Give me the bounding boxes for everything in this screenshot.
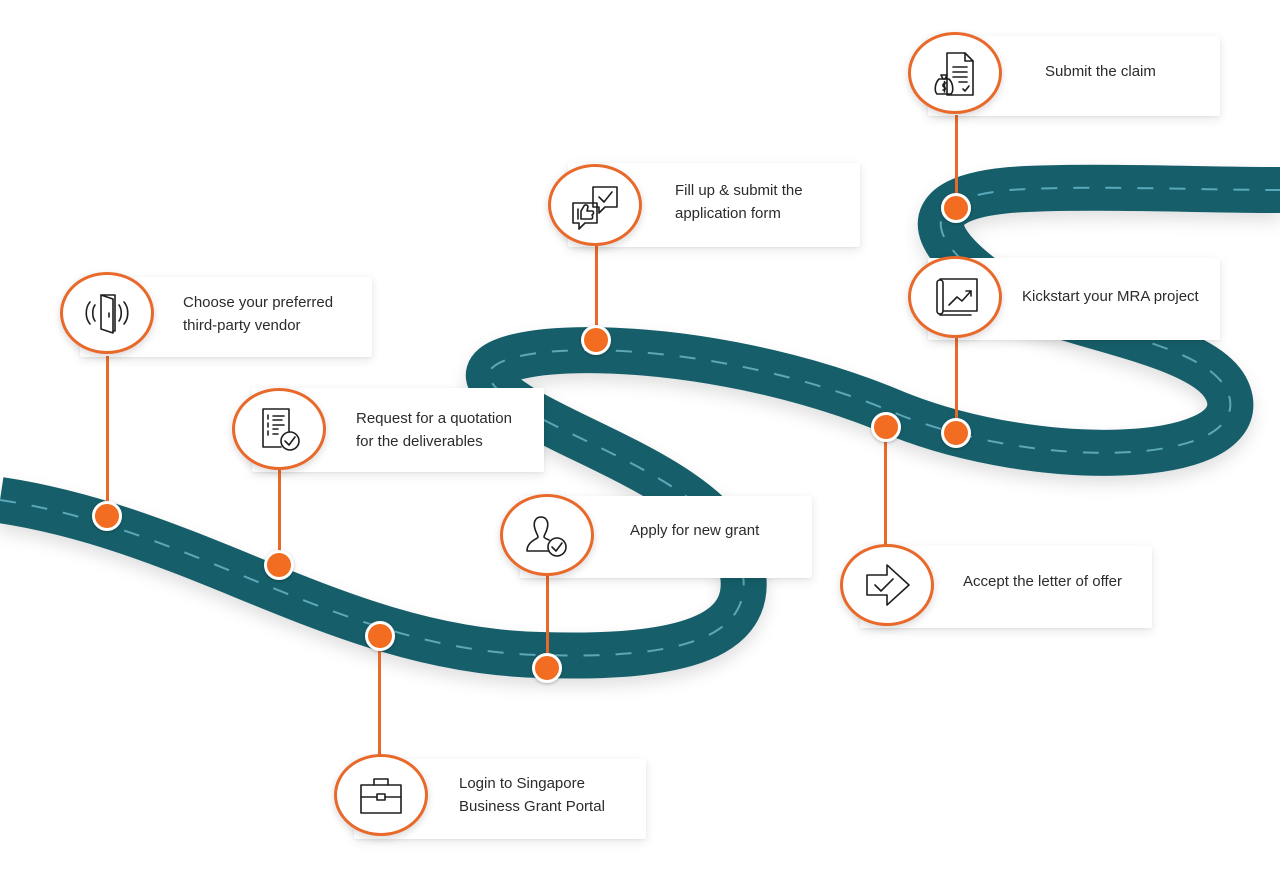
road-marker-quotation bbox=[264, 550, 294, 580]
connector-apply bbox=[546, 576, 549, 668]
chart-scroll-icon bbox=[936, 278, 978, 316]
badge-quotation bbox=[232, 388, 326, 470]
step-label-application: Fill up & submit the application form bbox=[675, 182, 803, 222]
badge-kickstart bbox=[908, 256, 1002, 338]
road-marker-application bbox=[581, 325, 611, 355]
step-label-apply: Apply for new grant bbox=[630, 522, 760, 539]
badge-apply bbox=[500, 494, 594, 576]
step-label-vendor: Choose your preferred third-party vendor bbox=[183, 294, 334, 334]
badge-vendor bbox=[60, 272, 154, 354]
step-label-claim: Submit the claim bbox=[1045, 63, 1156, 80]
connector-kickstart bbox=[955, 338, 958, 433]
badge-claim bbox=[908, 32, 1002, 114]
connector-login bbox=[378, 636, 381, 760]
door-icon bbox=[85, 294, 129, 334]
user-check-icon bbox=[526, 516, 567, 557]
connector-quotation bbox=[278, 470, 281, 565]
connector-application bbox=[595, 246, 598, 340]
step-label-offer: Accept the letter of offer bbox=[963, 573, 1122, 590]
step-label-quotation: Request for a quotation for the delivera… bbox=[356, 410, 512, 450]
badge-login bbox=[334, 754, 428, 836]
document-check-icon bbox=[262, 408, 300, 451]
arrow-check-icon bbox=[866, 564, 910, 606]
connector-offer bbox=[884, 427, 887, 547]
step-label-kickstart: Kickstart your MRA project bbox=[1022, 288, 1199, 305]
badge-offer bbox=[840, 544, 934, 626]
road-marker-apply bbox=[532, 653, 562, 683]
badge-application bbox=[548, 164, 642, 246]
thumbs-up-chat-icon bbox=[572, 186, 618, 230]
connector-vendor bbox=[106, 356, 109, 516]
road-marker-login bbox=[365, 621, 395, 651]
road-center-line bbox=[0, 186, 1280, 657]
road-marker-vendor bbox=[92, 501, 122, 531]
road-marker-kickstart bbox=[941, 418, 971, 448]
money-document-icon bbox=[934, 52, 974, 96]
connector-claim bbox=[955, 115, 958, 208]
road-marker-offer bbox=[871, 412, 901, 442]
road-marker-claim bbox=[941, 193, 971, 223]
briefcase-icon bbox=[360, 778, 402, 814]
step-label-login: Login to Singapore Business Grant Portal bbox=[459, 775, 605, 815]
